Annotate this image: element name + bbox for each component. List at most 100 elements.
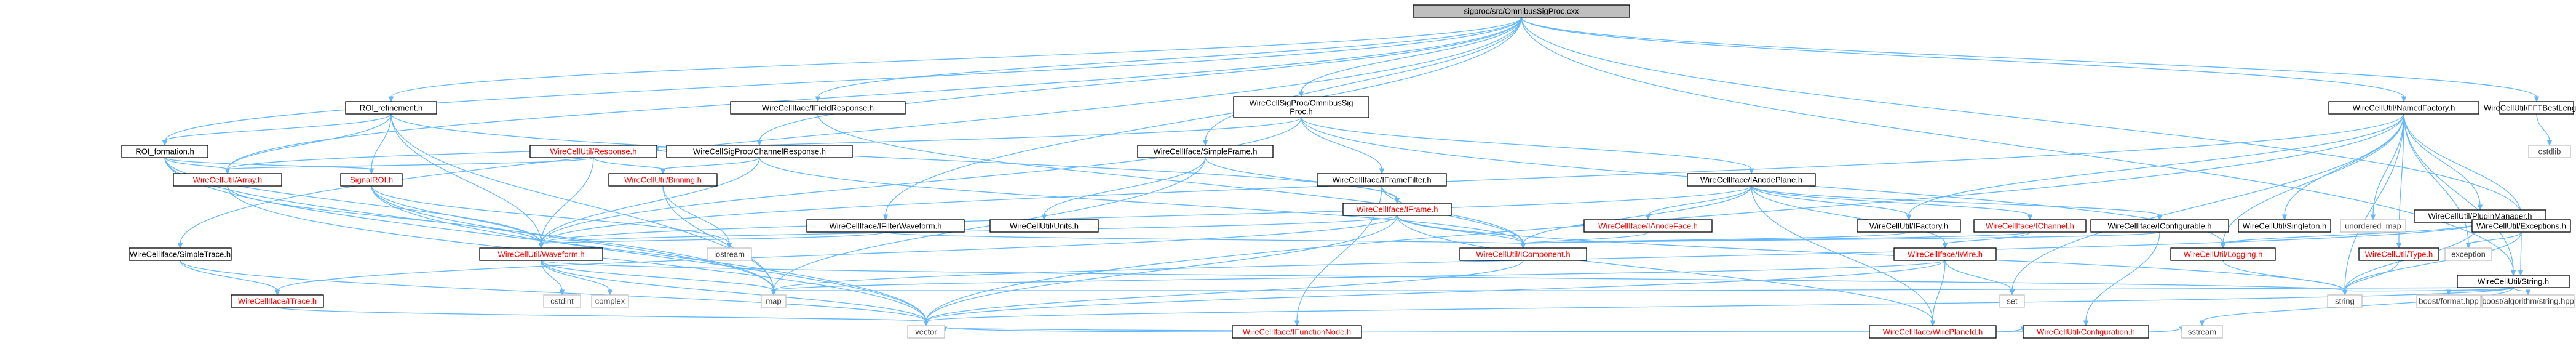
dependency-edge	[1044, 157, 1206, 216]
node-root: sigproc/src/OmnibusSigProc.cxx	[1413, 4, 1630, 18]
node-label: WireCellSigProc/OmnibusSig	[1249, 99, 1353, 108]
dependency-arrowhead	[2510, 270, 2516, 276]
dependency-edge	[2403, 113, 2514, 272]
node-label: WireCellUtil/String.h	[2478, 277, 2549, 286]
node-iwire[interactable]: WireCellIface/IWire.h	[1893, 247, 1997, 261]
node-label: WireCellUtil/Units.h	[1010, 222, 1079, 231]
dependency-edge	[180, 17, 1522, 244]
dependency-arrowhead	[923, 320, 929, 327]
node-wire-plane-id[interactable]: WireCellIface/WirePlaneId.h	[1869, 325, 1997, 339]
node-box	[173, 173, 282, 187]
dependency-edge	[371, 113, 392, 170]
dependency-edge	[371, 185, 774, 291]
node-box	[2444, 247, 2492, 261]
node-box	[608, 173, 718, 187]
node-ichannel[interactable]: WireCellIface/IChannel.h	[1973, 219, 2087, 233]
dependency-edge	[2222, 113, 2404, 244]
node-label: ROI_refinement.h	[360, 103, 423, 113]
node-ifilter-wf[interactable]: WireCellIface/IFilterWaveform.h	[806, 219, 965, 233]
dependency-arrowhead	[2477, 204, 2483, 211]
dependency-arrowhead	[274, 289, 280, 296]
dependency-edge	[227, 17, 1522, 170]
node-signal-roi[interactable]: SignalROI.h	[340, 173, 403, 187]
node-iframe[interactable]: WireCellIface/IFrame.h	[1342, 203, 1452, 216]
node-iface-field[interactable]: WireCellIface/IFieldResponse.h	[730, 101, 906, 115]
dependency-edge	[1995, 327, 2024, 332]
dependency-edge	[2344, 113, 2404, 291]
node-label: unordered_map	[2345, 222, 2401, 231]
dependency-arrowhead	[538, 243, 544, 249]
node-ianode-plane[interactable]: WireCellIface/IAnodePlane.h	[1687, 173, 1816, 187]
node-box	[1973, 219, 2087, 233]
node-label: WireCellUtil/Configuration.h	[2037, 328, 2135, 337]
dependency-edge	[541, 157, 760, 244]
dependency-arrowhead	[2518, 270, 2524, 276]
node-sigproc-h[interactable]: WireCellSigProc/OmnibusSigProc.h	[1233, 96, 1369, 118]
node-util-binning[interactable]: WireCellUtil/Binning.h	[608, 173, 718, 187]
dependency-arrowhead	[882, 214, 889, 221]
node-roi-ref[interactable]: ROI_refinement.h	[345, 101, 437, 115]
dependency-edge	[1751, 185, 1909, 216]
node-complex: complex	[591, 294, 629, 308]
node-util-waveform[interactable]: WireCellUtil/Waveform.h	[479, 247, 603, 261]
node-fft-best[interactable]: WireCellUtil/FFTBestLength.h	[2484, 101, 2576, 115]
node-iframe-filter[interactable]: WireCellIface/IFrameFilter.h	[1317, 173, 1447, 187]
dependency-arrowhead	[162, 140, 168, 147]
node-box	[543, 294, 581, 308]
dependency-edge	[2403, 113, 2469, 244]
node-itrace[interactable]: WireCellIface/ITrace.h	[231, 294, 324, 308]
node-label: WireCellIface/IAnodePlane.h	[1700, 175, 1802, 185]
dependency-edge	[541, 231, 886, 244]
node-label: WireCellUtil/Binning.h	[624, 175, 702, 185]
dependency-edge	[390, 113, 542, 244]
node-plugin-mgr[interactable]: WireCellUtil/PluginManager.h	[2414, 209, 2546, 223]
node-box	[2181, 325, 2223, 339]
node-box	[666, 145, 853, 158]
dependency-arrowhead	[2396, 243, 2402, 249]
node-chan-resp[interactable]: WireCellSigProc/ChannelResponse.h	[666, 145, 853, 158]
node-singleton[interactable]: WireCellUtil/Singleton.h	[2238, 219, 2331, 233]
dependency-edge	[371, 185, 730, 244]
dependency-edge	[925, 260, 1524, 322]
node-box	[1342, 203, 1452, 216]
dependency-edge	[227, 157, 594, 170]
node-icomponent[interactable]: WireCellUtil/IComponent.h	[1459, 247, 1587, 261]
node-label: ROI_formation.h	[135, 147, 194, 156]
dependency-edge	[817, 113, 1524, 244]
node-box	[2499, 101, 2574, 115]
dependency-arrowhead	[388, 96, 394, 103]
node-util-array[interactable]: WireCellUtil/Array.h	[173, 173, 282, 187]
dependency-edge	[1521, 17, 2404, 98]
dependency-edge	[593, 157, 664, 170]
dependency-edge	[541, 260, 927, 322]
node-label: WireCellIface/IAnodeFace.h	[1598, 222, 1698, 231]
dependency-edge	[1751, 185, 2160, 216]
node-util-units[interactable]: WireCellUtil/Units.h	[989, 219, 1099, 233]
node-box	[2457, 275, 2570, 288]
node-label: WireCellUtil/PluginManager.h	[2428, 212, 2532, 221]
node-named-factory[interactable]: WireCellUtil/NamedFactory.h	[2328, 101, 2479, 115]
node-ianode-face[interactable]: WireCellIface/IAnodeFace.h	[1583, 219, 1713, 233]
node-roi-form[interactable]: ROI_formation.h	[121, 145, 208, 158]
node-ifunction-node[interactable]: WireCellIface/IFunctionNode.h	[1232, 325, 1362, 339]
node-logging[interactable]: WireCellUtil/Logging.h	[2170, 247, 2276, 261]
node-box	[2528, 145, 2571, 158]
node-simple-trace[interactable]: WireCellIface/SimpleTrace.h	[129, 247, 232, 261]
node-util-response[interactable]: WireCellUtil/Response.h	[529, 145, 657, 158]
node-util-string[interactable]: WireCellUtil/String.h	[2457, 275, 2570, 288]
node-iconfigurable[interactable]: WireCellIface/IConfigurable.h	[2090, 219, 2229, 233]
dependency-edge	[759, 157, 1524, 244]
node-configuration[interactable]: WireCellUtil/Configuration.h	[2023, 325, 2149, 339]
node-vector: vector	[907, 325, 945, 339]
node-ifactory[interactable]: WireCellUtil/IFactory.h	[1857, 219, 1961, 233]
node-exceptions[interactable]: WireCellUtil/Exceptions.h	[2471, 219, 2571, 233]
node-label: WireCellUtil/Singleton.h	[2243, 222, 2327, 231]
node-util-type[interactable]: WireCellUtil/Type.h	[2358, 247, 2439, 261]
dependency-arrowhead	[660, 168, 666, 175]
node-simple-frame[interactable]: WireCellIface/SimpleFrame.h	[1137, 145, 1274, 158]
dependency-edge	[759, 17, 1522, 142]
dependency-edge	[541, 260, 774, 291]
dependency-arrowhead	[771, 289, 777, 296]
node-label: WireCellIface/ITrace.h	[238, 297, 317, 306]
